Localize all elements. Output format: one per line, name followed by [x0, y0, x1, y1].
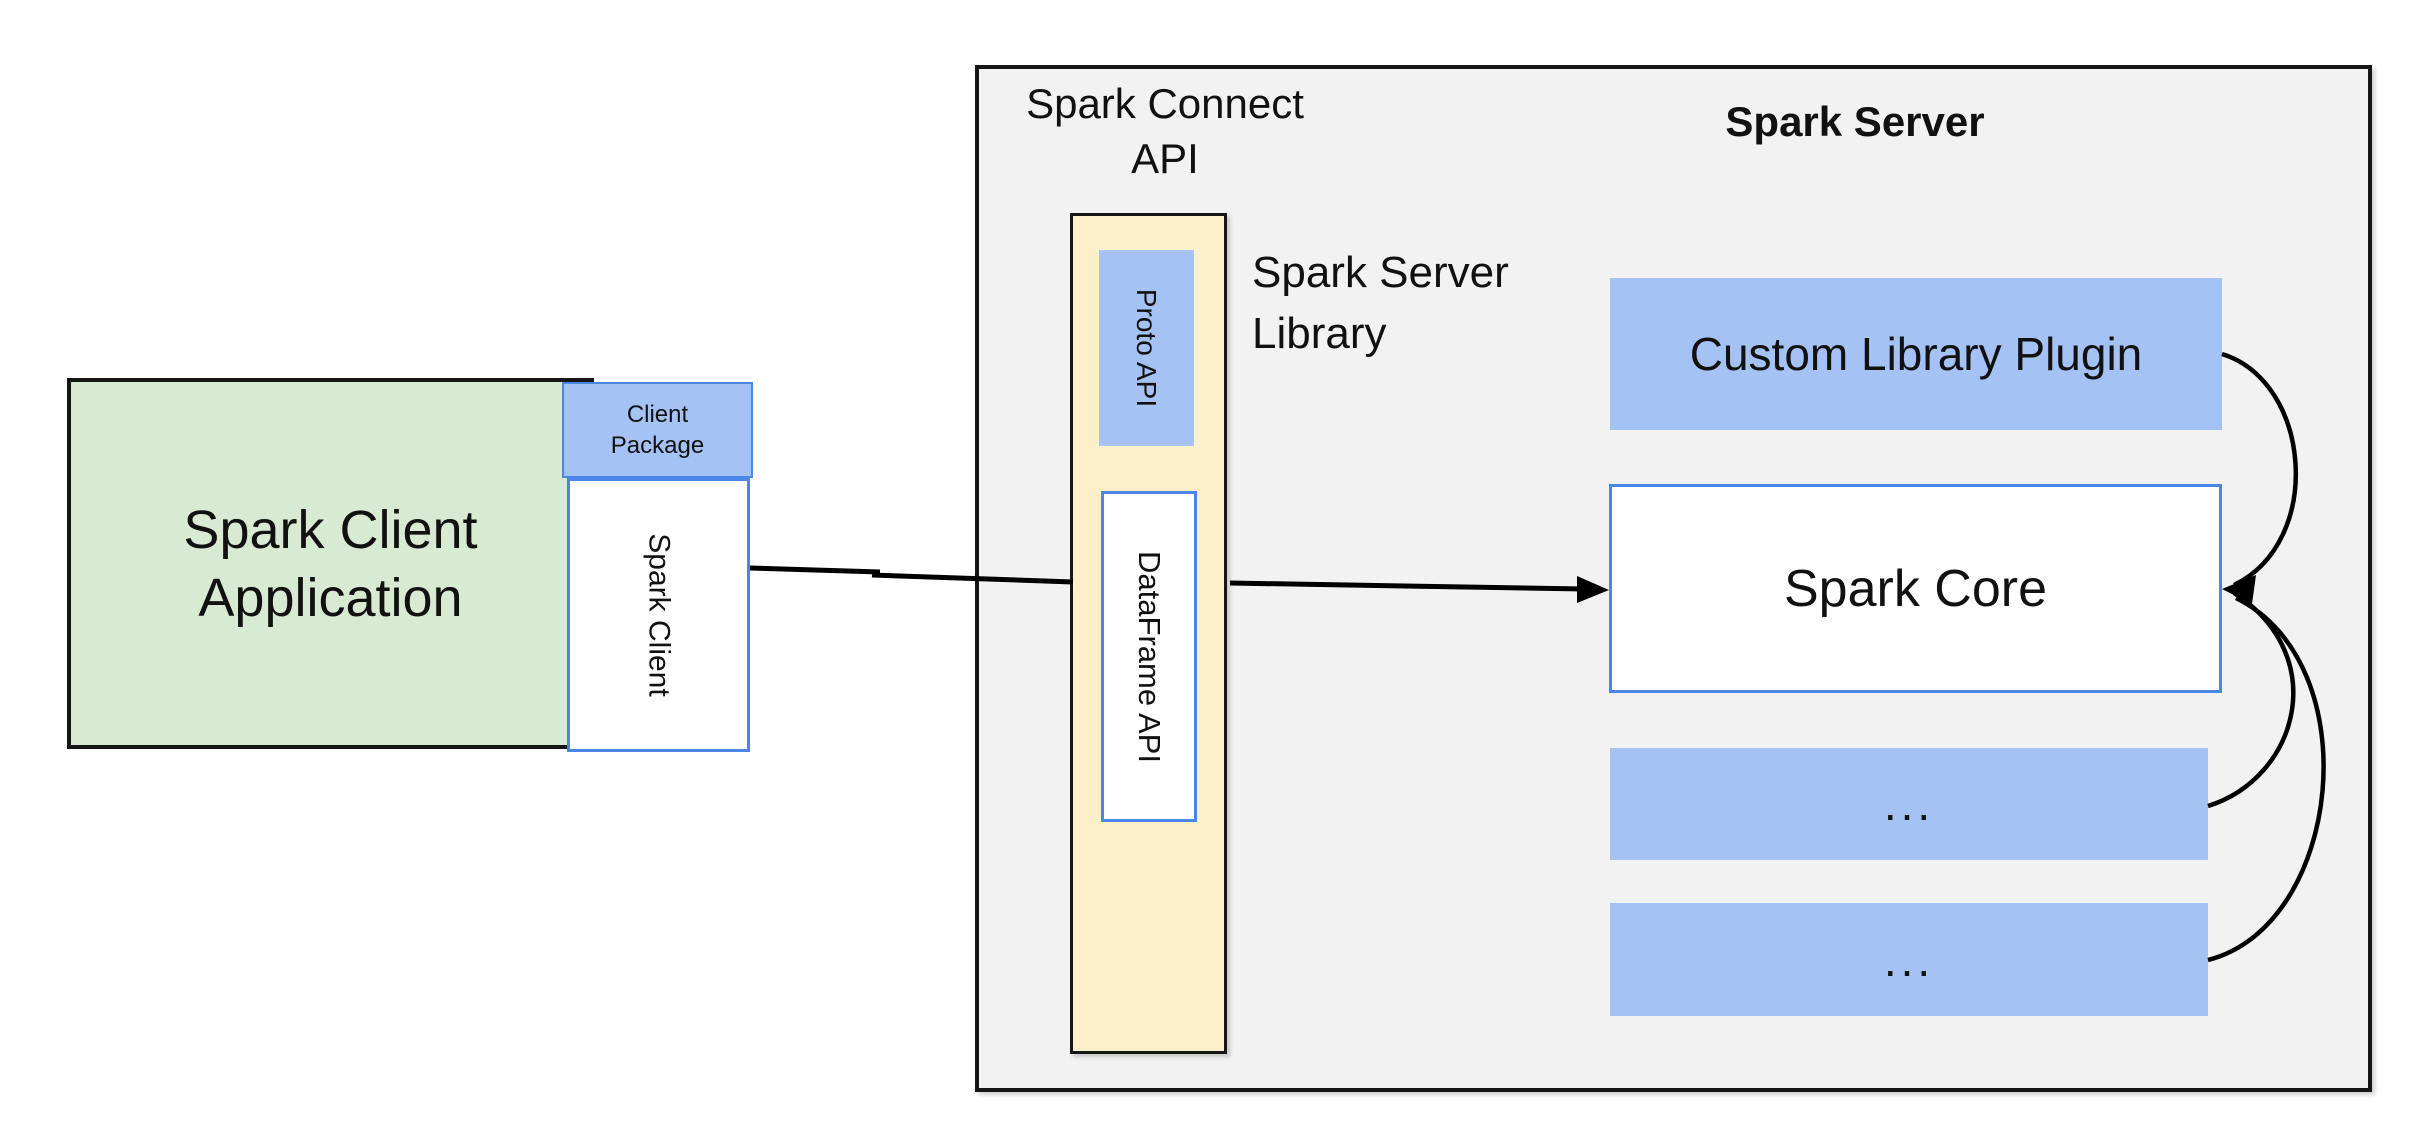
- dataframe-api-label: DataFrame API: [1132, 550, 1168, 763]
- spark-client-label: Spark Client: [642, 533, 676, 697]
- client-package-label-line2: Package: [610, 432, 705, 459]
- spark-connect-api-label-line2: API: [1131, 135, 1199, 182]
- spark-core-label: Spark Core: [1784, 559, 2047, 618]
- client-package-label: Client Package: [611, 399, 704, 461]
- plugin-placeholder-box-1: ...: [1610, 748, 2208, 860]
- spark-server-title: Spark Server: [1725, 98, 1985, 145]
- spark-server-library-label-line2: Library: [1252, 309, 1387, 358]
- proto-api-label: Proto API: [1131, 288, 1163, 408]
- dataframe-api-box: DataFrame API: [1101, 491, 1197, 822]
- spark-client-box: Spark Client: [567, 478, 750, 752]
- spark-client-application-box: Spark Client Application: [67, 378, 594, 749]
- spark-server-library-label: Spark Server Library: [1252, 242, 1682, 364]
- spark-client-application-label: Spark Client Application: [183, 496, 477, 632]
- spark-core-box: Spark Core: [1609, 484, 2222, 693]
- spark-client-application-label-line1: Spark Client: [183, 499, 478, 560]
- client-package-box: Client Package: [562, 382, 753, 478]
- spark-server-library-label-line1: Spark Server: [1252, 248, 1509, 297]
- proto-api-box: Proto API: [1099, 250, 1194, 446]
- spark-connect-api-label-line1: Spark Connect: [1026, 80, 1304, 127]
- client-package-label-line1: Client: [626, 401, 689, 428]
- custom-library-plugin-label: Custom Library Plugin: [1689, 328, 2143, 380]
- spark-client-application-label-line2: Application: [198, 567, 463, 628]
- spark-connect-api-label: Spark Connect API: [975, 76, 1355, 186]
- custom-library-plugin-box: Custom Library Plugin: [1610, 278, 2222, 430]
- plugin-placeholder-box-2: ...: [1610, 903, 2208, 1016]
- plugin-placeholder-2-label: ...: [1883, 933, 1935, 986]
- plugin-placeholder-1-label: ...: [1883, 778, 1935, 830]
